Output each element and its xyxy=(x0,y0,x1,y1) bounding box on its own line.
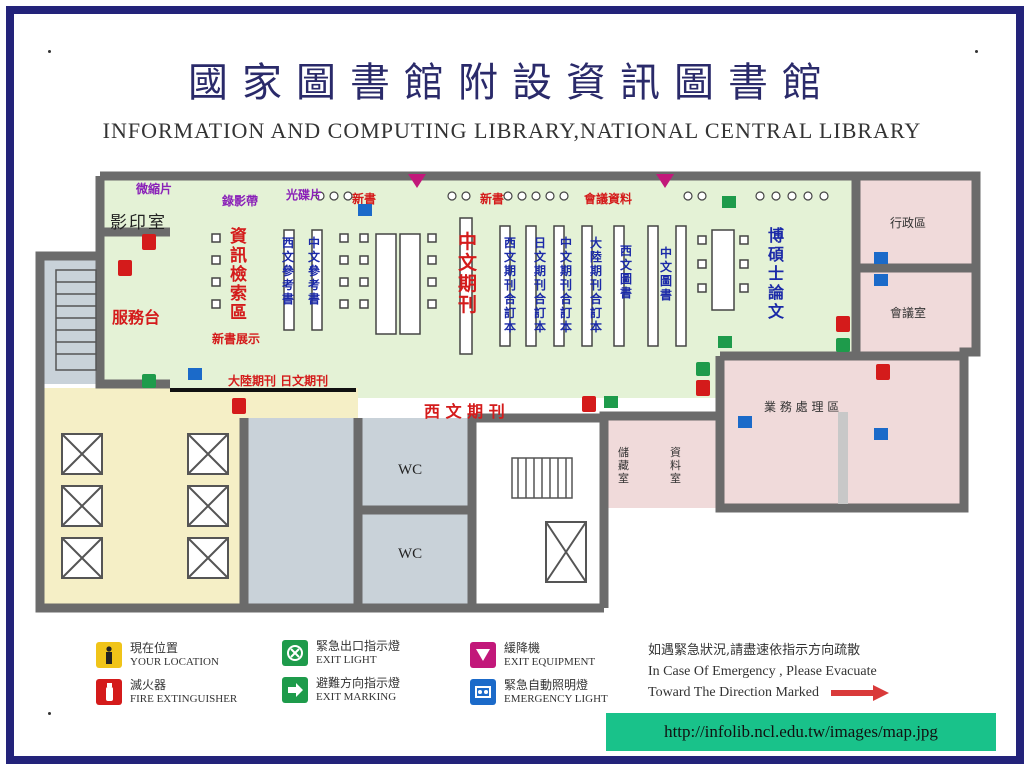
label-cn-periodicals: 中文期刊 xyxy=(458,231,478,316)
label-copy-room: 影印室 xyxy=(110,213,167,233)
label-mainland-bound: 大陸期刊合訂本 xyxy=(590,236,603,334)
person-icon xyxy=(96,642,122,668)
corner-screw xyxy=(975,50,978,53)
label-info-search: 資訊檢索區 xyxy=(230,227,247,323)
legend-marking-en: EXIT MARKING xyxy=(316,691,397,703)
legend-exit-equip-zh: 緩降機 xyxy=(504,641,541,655)
label-microfilm: 微縮片 xyxy=(136,182,173,196)
label-west-bound: 西文期刊合訂本 xyxy=(504,236,517,334)
label-service-desk: 服務台 xyxy=(112,308,161,327)
label-new-books-1: 新書 xyxy=(352,192,377,206)
column xyxy=(838,412,848,504)
legend-location-en: YOUR LOCATION xyxy=(130,656,219,668)
stair-left xyxy=(40,256,100,384)
legend-exit-equip-en: EXIT EQUIPMENT xyxy=(504,656,596,668)
label-wc-upper: WC xyxy=(398,462,423,478)
arrow-right-icon xyxy=(830,684,889,701)
title-chinese: 國家圖書館附設資訊圖書館 xyxy=(188,60,836,106)
service-zone xyxy=(244,418,356,608)
label-wc-lower: WC xyxy=(398,546,423,562)
source-url[interactable]: http://infolib.ncl.edu.tw/images/map.jpg xyxy=(606,713,996,751)
label-business-area: 業 務 處 理 區 xyxy=(764,400,840,414)
legend-exit-light-en: EXIT LIGHT xyxy=(316,654,377,666)
shelves xyxy=(283,217,735,355)
notice-zh: 如遇緊急狀況,請盡速依指示方向疏散 xyxy=(648,643,861,658)
notice-en-line2: Toward The Direction Marked xyxy=(648,685,819,700)
emergency-notice: 如遇緊急狀況,請盡速依指示方向疏散 In Case Of Emergency ,… xyxy=(648,640,891,703)
label-storage: 儲藏室 xyxy=(618,446,629,485)
title-english: INFORMATION AND COMPUTING LIBRARY,NATION… xyxy=(102,118,922,143)
exit-marking-icon xyxy=(604,196,736,408)
label-meeting-room: 會議室 xyxy=(890,306,927,320)
top-windows xyxy=(315,191,829,201)
arrow-right-icon xyxy=(282,677,308,703)
label-new-books-2: 新書 xyxy=(480,192,505,206)
label-west-books: 西文圖書 xyxy=(620,244,633,300)
exit-equipment-icon xyxy=(408,174,674,188)
label-cn-books: 中文圖書 xyxy=(660,246,673,302)
label-mainland-jp-periodicals: 大陸期刊 日文期刊 xyxy=(228,374,329,388)
label-conference-docs: 會議資料 xyxy=(584,192,633,206)
fire-extinguisher-icon xyxy=(118,234,890,414)
emergency-light-icon xyxy=(188,204,888,440)
seats xyxy=(211,233,749,309)
corner-screw xyxy=(48,50,51,53)
legend-location-zh: 現在位置 xyxy=(130,641,179,655)
label-thesis: 博碩士論文 xyxy=(768,226,785,321)
corner-screw xyxy=(48,712,51,715)
exit-light-icon xyxy=(142,338,850,388)
legend-emergency-en: EMERGENCY LIGHT xyxy=(504,693,608,705)
elevators xyxy=(61,433,587,583)
triangle-down-icon xyxy=(470,642,496,668)
label-video: 錄影帶 xyxy=(222,194,259,208)
label-data-room: 資料室 xyxy=(670,446,681,485)
storage-zone xyxy=(604,416,720,508)
label-jp-bound: 日文期刊合訂本 xyxy=(534,236,547,334)
label-cn-bound: 中文期刊合訂本 xyxy=(560,236,573,334)
label-cn-reference: 中文參考書 xyxy=(308,236,321,306)
legend-fire-zh: 滅火器 xyxy=(130,678,167,692)
emergency-light-icon xyxy=(470,679,496,705)
label-west-reference: 西文參考書 xyxy=(282,236,295,306)
label-west-periodicals: 西 文 期 刊 xyxy=(424,402,505,421)
legend-fire-en: FIRE EXTINGUISHER xyxy=(130,693,238,705)
legend-emergency-zh: 緊急自動照明燈 xyxy=(504,678,589,692)
exit-light-icon xyxy=(282,640,308,666)
label-cd: 光碟片 xyxy=(286,188,323,202)
label-new-display: 新書展示 xyxy=(212,332,261,346)
notice-en-line1: In Case Of Emergency , Please Evacuate xyxy=(648,664,877,679)
legend-marking-zh: 避難方向指示燈 xyxy=(316,676,401,690)
stairs xyxy=(55,269,573,499)
fire-extinguisher-icon xyxy=(96,679,122,705)
label-admin-area: 行政區 xyxy=(890,216,927,230)
legend-exit-light-zh: 緊急出口指示燈 xyxy=(316,639,401,653)
